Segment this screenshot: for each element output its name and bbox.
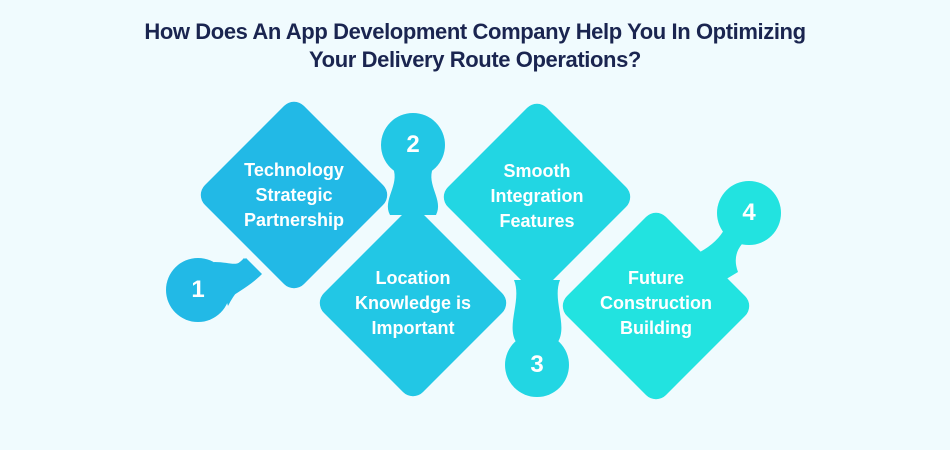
step-4-shape <box>562 181 781 400</box>
step-4-label-line: Construction <box>600 293 712 313</box>
step-2-shape <box>319 113 507 397</box>
step-1-label-line: Strategic <box>255 185 333 205</box>
step-4-label-line: Building <box>620 318 692 338</box>
step-4-number: 4 <box>742 199 756 226</box>
step-4-label: Future Construction Building <box>576 266 736 341</box>
step-1-label: Technology Strategic Partnership <box>214 158 374 233</box>
step-3-label-line: Smooth <box>503 161 571 181</box>
step-3-label-line: Integration <box>490 186 584 206</box>
step-3-number: 3 <box>530 351 544 378</box>
step-2-label: Location Knowledge is Important <box>333 266 493 341</box>
step-3-label-line: Features <box>499 211 575 231</box>
step-3-shape <box>443 103 631 397</box>
step-2-label-line: Important <box>371 318 455 338</box>
step-1-label-line: Partnership <box>243 210 345 230</box>
step-3-label: Smooth Integration Features <box>457 159 617 234</box>
step-4-label-line: Future <box>628 268 684 288</box>
title-line-2: Your Delivery Route Operations? <box>309 47 641 72</box>
step-1-number: 1 <box>191 276 205 303</box>
step-1-label-line: Technology <box>244 160 344 180</box>
step-2-number: 2 <box>406 131 420 158</box>
step-1-shape <box>166 101 388 322</box>
step-2-label-line: Knowledge is <box>354 293 471 313</box>
page-title: How Does An App Development Company Help… <box>0 18 950 74</box>
step-2-label-line: Location <box>375 268 451 288</box>
title-line-1: How Does An App Development Company Help… <box>144 19 806 44</box>
